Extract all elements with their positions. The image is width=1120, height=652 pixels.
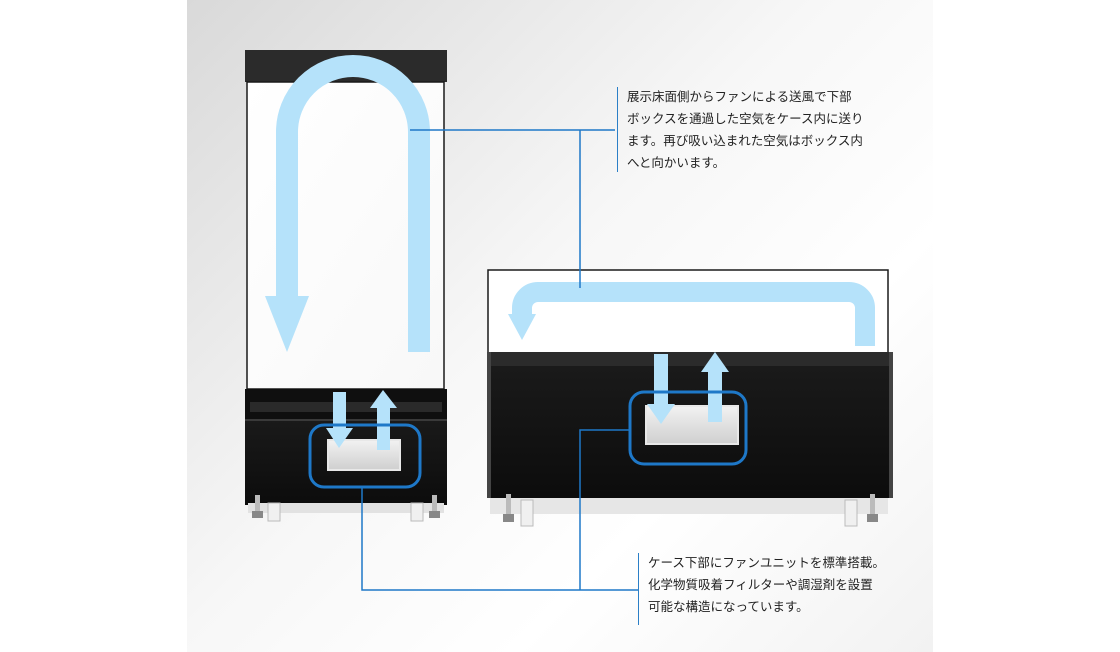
tall-case-intake-arrow-down (326, 392, 353, 448)
wide-display-case (487, 269, 893, 527)
fan-unit-description-line: ケース下部にファンユニットを標準搭載。 (648, 555, 885, 570)
fan-note-accent-bar (638, 553, 639, 625)
wide-case-leveling-foot-right (844, 494, 878, 527)
fan-unit-callout-lines (361, 429, 638, 591)
fan-unit-description-line: 化学物質吸着フィルターや調湿剤を設置 (648, 577, 873, 592)
airflow-description-line: ます。再び吸い込まれた空気はボックス内 (627, 133, 863, 148)
wide-case-outlet-arrow-up (701, 352, 729, 422)
tall-case-plinth (248, 503, 444, 513)
wide-case-airflow-arrow (508, 282, 875, 346)
fan-unit-description: ケース下部にファンユニットを標準搭載。 化学物質吸着フィルターや調湿剤を設置 可… (648, 552, 885, 618)
tall-case-outlet-arrow-up (370, 390, 397, 450)
airflow-note-accent-bar (617, 87, 618, 172)
airflow-description: 展示床面側からファンによる送風で下部 ボックスを通過した空気をケース内に送り ま… (627, 86, 864, 174)
wide-case-rim (487, 352, 893, 366)
fan-unit-description-line: 可能な構造になっています。 (648, 599, 809, 614)
airflow-description-line: 展示床面側からファンによる送風で下部 (627, 89, 852, 104)
airflow-description-line: へと向かいます。 (627, 155, 726, 170)
wide-case-base-edge-right (889, 352, 893, 498)
airflow-callout-lines (410, 129, 615, 288)
wide-case-leveling-foot-left (503, 494, 534, 527)
wide-case-fan-highlight (628, 390, 748, 466)
wide-case-plinth (490, 498, 888, 514)
airflow-description-line: ボックスを通過した空気をケース内に送り (627, 111, 864, 126)
wide-case-base-edge-left (487, 352, 491, 498)
tall-case-leveling-foot-left (252, 495, 281, 522)
tall-case-fan-highlight (308, 423, 422, 489)
tall-case-airflow-arrow (265, 55, 430, 352)
tall-case-leveling-foot-right (410, 495, 440, 522)
